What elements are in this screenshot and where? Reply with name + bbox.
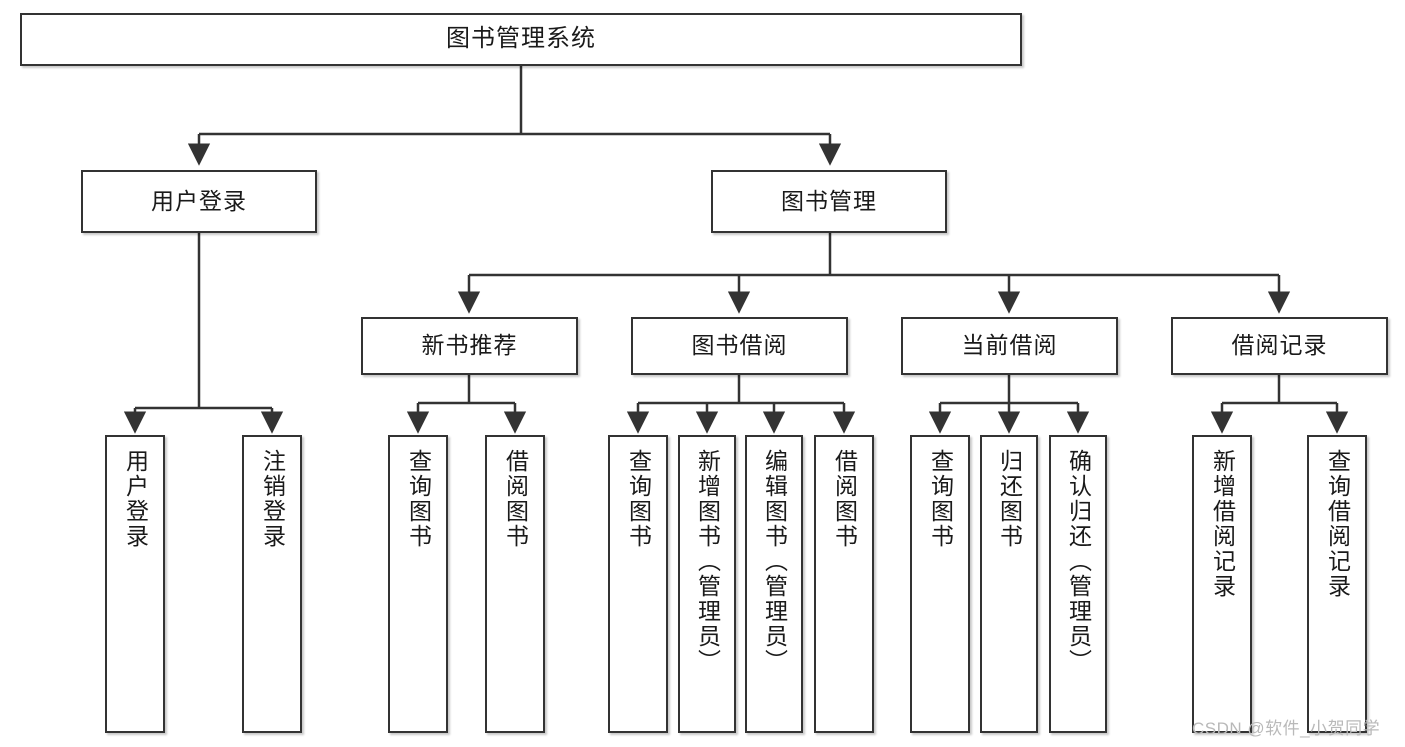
leaf-borrow-edit-book[interactable]: 编辑图书（管理员） [745,435,803,733]
node-label: 查询借阅记录 [1324,449,1351,599]
leaf-recommend-query-book[interactable]: 查询图书 [388,435,448,733]
leaf-user-login-login[interactable]: 用户登录 [105,435,165,733]
node-label: 查询图书 [927,449,954,549]
leaf-records-add-record[interactable]: 新增借阅记录 [1192,435,1252,733]
node-label: 用户登录 [151,187,247,214]
node-label: 图书管理系统 [446,25,596,53]
leaf-current-return-book[interactable]: 归还图书 [980,435,1038,733]
leaf-user-login-logout[interactable]: 注销登录 [242,435,302,733]
node-label: 图书管理 [781,187,877,214]
leaf-recommend-borrow-book[interactable]: 借阅图书 [485,435,545,733]
node-label: 新书推荐 [421,332,518,359]
node-borrow-records[interactable]: 借阅记录 [1171,317,1388,375]
leaf-borrow-query-book[interactable]: 查询图书 [608,435,668,733]
node-user-login[interactable]: 用户登录 [81,170,317,233]
node-new-book-recommend[interactable]: 新书推荐 [361,317,578,375]
node-root-system[interactable]: 图书管理系统 [20,13,1022,66]
node-label: 借阅图书 [831,449,858,549]
csdn-watermark: CSDN @软件_小贺同学 [1192,719,1381,738]
node-label: 借阅图书 [502,449,529,549]
node-book-borrow[interactable]: 图书借阅 [631,317,848,375]
node-label: 图书借阅 [691,332,788,359]
node-label: 当前借阅 [961,332,1058,359]
node-label: 注销登录 [259,449,286,549]
node-label: 查询图书 [625,449,652,549]
node-label: 新增借阅记录 [1209,449,1236,599]
node-label: 确认归还（管理员） [1065,449,1092,674]
node-label: 用户登录 [122,449,149,549]
node-label: 新增图书（管理员） [694,449,721,674]
leaf-borrow-borrow-book[interactable]: 借阅图书 [814,435,874,733]
leaf-borrow-add-book[interactable]: 新增图书（管理员） [678,435,736,733]
leaf-records-query-record[interactable]: 查询借阅记录 [1307,435,1367,733]
node-current-borrow[interactable]: 当前借阅 [901,317,1118,375]
node-book-management[interactable]: 图书管理 [711,170,947,233]
node-label: 借阅记录 [1231,332,1328,359]
leaf-current-query-book[interactable]: 查询图书 [910,435,970,733]
node-label: 归还图书 [996,449,1023,549]
node-label: 编辑图书（管理员） [761,449,788,674]
node-label: 查询图书 [405,449,432,549]
leaf-current-confirm-return[interactable]: 确认归还（管理员） [1049,435,1107,733]
